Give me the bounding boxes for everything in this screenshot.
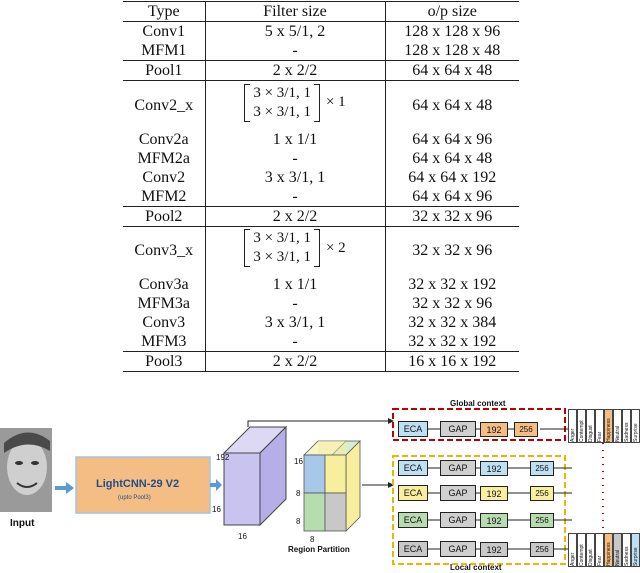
- filter-matrix: 3 × 3/1, 1 3 × 3/1, 1 × 1: [244, 83, 346, 122]
- cube-depth-label: 16: [212, 505, 221, 514]
- region-partition: [303, 440, 361, 532]
- partition-bottom-label: 8: [310, 535, 315, 544]
- feature-cube: [222, 425, 288, 527]
- header-output-size: o/p size: [384, 1, 519, 22]
- global-context-box: [392, 408, 566, 441]
- table-row: Conv2_x 3 × 3/1, 1 3 × 3/1, 1 × 1 64 x 6…: [123, 80, 519, 130]
- local-emotion-classifier: Anger Contempt Disgust Fear Happiness Ne…: [568, 533, 640, 567]
- table-row: Conv2a 1 x 1/1 64 x 64 x 96: [123, 129, 519, 149]
- table-row: Pool1 2 x 2/2 64 x 64 x 48: [123, 60, 519, 81]
- header-filter-size: Filter size: [204, 1, 385, 22]
- filter-matrix: 3 × 3/1, 1 3 × 3/1, 1 × 2: [244, 229, 346, 268]
- table-row: Pool3 2 x 2/2 16 x 16 x 192: [123, 351, 519, 372]
- table-row: MFM2a - 64 x 64 x 48: [123, 148, 519, 168]
- table-row: Conv3a 1 x 1/1 32 x 32 x 192: [123, 275, 519, 294]
- architecture-figure: Input LightCNN-29 V2 (upto Pool3) 192 16…: [0, 395, 640, 573]
- table-row: Conv3 3 x 3/1, 1 32 x 32 x 384: [123, 313, 519, 332]
- local-gap-block: GAP: [440, 485, 476, 501]
- cube-height-label: 192: [216, 453, 230, 462]
- backbone-label: LightCNN-29 V2: [96, 478, 180, 490]
- global-branch-line: [247, 420, 390, 427]
- backbone-sublabel: (upto Pool3): [118, 495, 151, 501]
- global-context-label: Global context: [450, 399, 506, 408]
- table-row: Conv1 5 x 5/1, 2 128 x 128 x 96: [123, 21, 519, 41]
- table-row: MFM2 - 64 x 64 x 96: [123, 186, 519, 206]
- local-256-block: 256: [530, 461, 554, 476]
- architecture-table: Type Filter size o/p size Conv1 5 x 5/1,…: [123, 1, 519, 372]
- input-arrow: [55, 482, 74, 494]
- local-eca-block: ECA: [398, 460, 428, 476]
- local-256-block: 256: [530, 486, 554, 501]
- local-192-block: 192: [480, 461, 508, 476]
- table-row: Conv2 3 x 3/1, 1 64 x 64 x 192: [123, 167, 519, 187]
- table-row: Pool2 2 x 2/2 32 x 32 x 96: [123, 205, 519, 227]
- local-eca-block: ECA: [398, 512, 428, 528]
- local-row-arrows: [428, 467, 572, 550]
- local-gap-block: GAP: [440, 460, 476, 476]
- global-emotion-classifier: Anger Contempt Disgust Fear Happiness Ne…: [568, 409, 640, 443]
- local-256-block: 256: [530, 513, 554, 528]
- figure-graphics: [0, 408, 604, 565]
- local-context-box: [392, 455, 566, 565]
- cube-width-label: 16: [238, 532, 247, 541]
- local-eca-block: ECA: [398, 541, 428, 557]
- header-type: Type: [123, 1, 205, 22]
- global-eca-block: ECA: [398, 421, 428, 437]
- local-context-label: Local context: [450, 563, 502, 572]
- local-256-block: 256: [530, 542, 554, 557]
- table-row: MFM3a - 32 x 32 x 96: [123, 294, 519, 313]
- backbone-block: [75, 456, 211, 514]
- table-row: MFM1 - 128 x 128 x 48: [123, 41, 519, 61]
- input-label: Input: [10, 518, 35, 529]
- local-192-block: 192: [480, 513, 508, 528]
- local-gap-block: GAP: [440, 512, 476, 528]
- backbone-arrow: [210, 479, 222, 491]
- input-face-image: [0, 428, 52, 512]
- local-192-block: 192: [480, 542, 508, 557]
- global-256-block: 256: [514, 422, 538, 437]
- partition-mid-label: 8: [296, 489, 301, 498]
- global-192-block: 192: [480, 422, 508, 437]
- local-eca-block: ECA: [398, 485, 428, 501]
- partition-top-label: 16: [294, 457, 303, 466]
- partition-low-label: 8: [296, 517, 301, 526]
- local-gap-block: GAP: [440, 541, 476, 557]
- table-row: Conv3_x 3 × 3/1, 1 3 × 3/1, 1 × 2 32 x 3…: [123, 226, 519, 275]
- table-row: MFM3 - 32 x 32 x 192: [123, 332, 519, 352]
- local-192-block: 192: [480, 486, 508, 501]
- region-partition-label: Region Partition: [288, 545, 350, 554]
- global-gap-block: GAP: [440, 421, 476, 437]
